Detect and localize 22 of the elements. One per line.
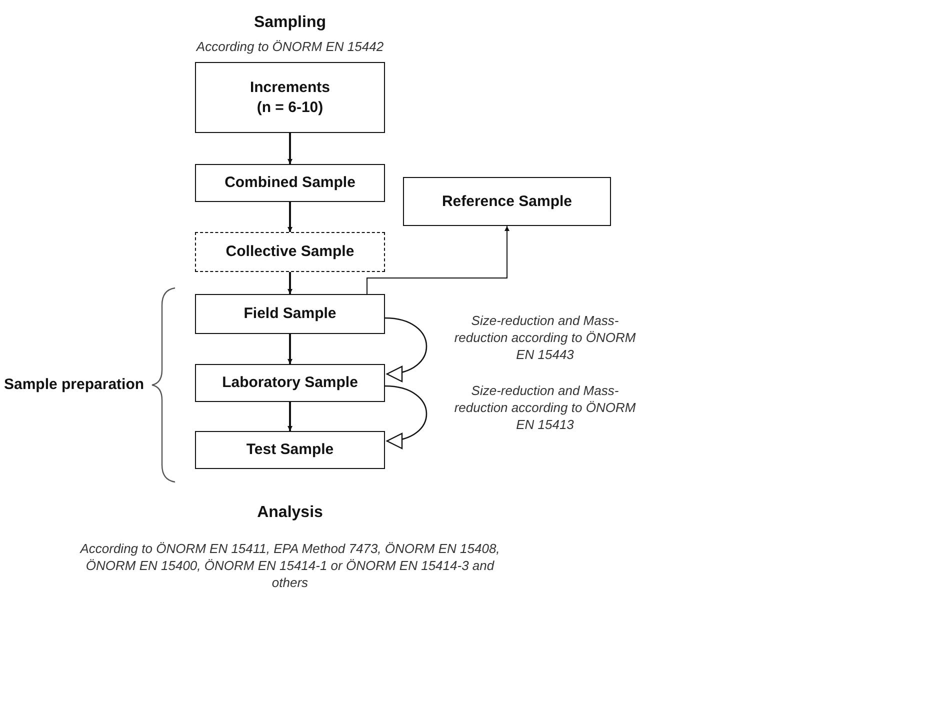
note: According to ÖNORM EN 15411, EPA Method 7473, ÖNORM EN 15408, ÖNORM EN 15400, ÖNORM EN 15414-1 or ÖNORM EN 15414-3 and others <box>80 540 500 591</box>
arrow <box>288 402 292 431</box>
arrow <box>288 272 292 294</box>
side-label: Sample preparation <box>4 376 144 393</box>
curved-arrow <box>384 385 428 448</box>
arrow <box>288 133 292 164</box>
process-box: Laboratory Sample <box>195 364 385 402</box>
arrow <box>366 226 510 294</box>
heading: Analysis <box>256 504 324 522</box>
process-box: Combined Sample <box>195 164 385 202</box>
process-box: Field Sample <box>195 294 385 334</box>
arrow <box>288 334 292 364</box>
process-box: Reference Sample <box>403 177 611 226</box>
edge-label: Size-reduction and Mass-reduction according to ÖNORM EN 15413 <box>453 382 637 433</box>
curved-arrow <box>384 317 428 381</box>
process-box: Test Sample <box>195 431 385 469</box>
heading: Sampling <box>252 14 327 32</box>
process-box: Collective Sample <box>195 232 385 272</box>
arrow <box>288 202 292 232</box>
edge-label: Size-reduction and Mass-reduction according to ÖNORM EN 15443 <box>453 312 637 363</box>
note: According to ÖNORM EN 15442 <box>194 38 385 55</box>
process-box: Increments (n = 6-10) <box>195 62 385 133</box>
